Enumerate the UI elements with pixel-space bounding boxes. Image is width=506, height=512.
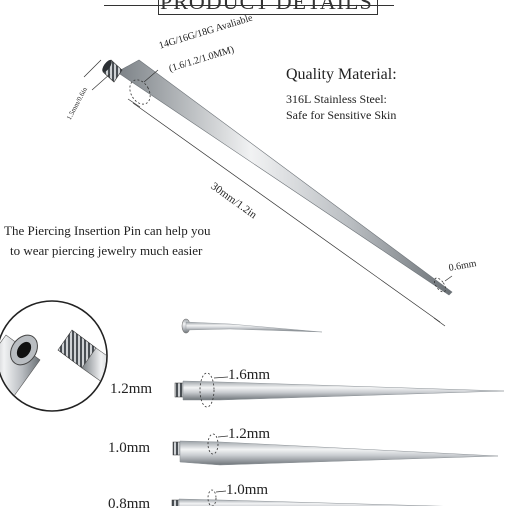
main-pin-thread — [102, 59, 123, 83]
material-heading: Quality Material: — [286, 66, 397, 83]
main-insertion-pin — [102, 59, 453, 296]
material-line2: Safe for Sensitive Skin — [286, 108, 397, 122]
size-row-3-pin — [171, 489, 444, 506]
header-rule — [104, 5, 394, 6]
header-frame — [158, 0, 378, 15]
size-row-1-pin — [174, 372, 505, 408]
size-row-3-gauge-label: 0.8mm — [108, 496, 151, 512]
length-dimension-line — [127, 98, 446, 327]
thread-zoom-circle — [0, 300, 108, 412]
size-row-2-diameter-label: 1.2mm — [228, 426, 271, 442]
size-row-2-gauge-label: 1.0mm — [108, 440, 151, 456]
size-row-1-gauge-label: 1.2mm — [110, 381, 153, 397]
header-title: PRODUCT DETAILS — [160, 0, 373, 14]
size-row-1-diameter-label: 1.6mm — [228, 367, 271, 383]
description-line2: to wear piercing jewelry much easier — [10, 243, 203, 258]
diameter-marker — [129, 69, 159, 105]
description-line1: The Piercing Insertion Pin can help you — [4, 223, 211, 238]
thread-dimension-marker — [83, 59, 111, 91]
size-row-2-pin — [172, 433, 499, 466]
tip-marker — [433, 275, 453, 293]
material-line1: 316L Stainless Steel: — [286, 92, 387, 106]
size-row-3-diameter-label: 1.0mm — [226, 482, 269, 498]
small-demo-pin — [181, 318, 323, 334]
